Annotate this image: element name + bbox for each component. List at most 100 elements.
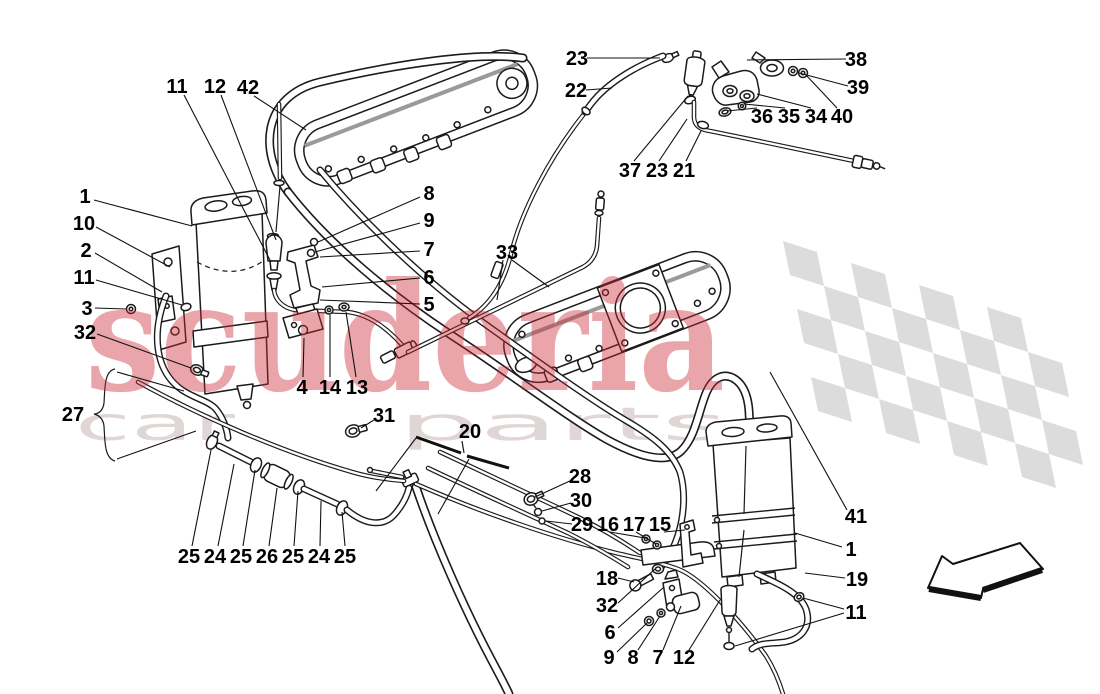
part-label-9: 9 bbox=[423, 210, 434, 232]
leader-line-37 bbox=[633, 95, 689, 162]
part-label-6: 6 bbox=[604, 622, 615, 644]
part-label-14: 14 bbox=[319, 377, 342, 399]
part-label-8: 8 bbox=[627, 647, 638, 669]
leader-line-27 bbox=[116, 371, 185, 392]
flag-cell bbox=[947, 421, 988, 466]
leader-line-20 bbox=[375, 437, 417, 492]
flag-cell bbox=[824, 286, 865, 331]
leader-line-8 bbox=[637, 615, 661, 651]
leader-line-7 bbox=[319, 250, 421, 258]
part-label-6: 6 bbox=[423, 267, 434, 289]
flag-cell bbox=[797, 309, 838, 354]
part-label-7: 7 bbox=[423, 239, 434, 261]
flag-cell bbox=[906, 376, 947, 421]
grommet-38 bbox=[751, 51, 785, 77]
leader-line-1 bbox=[93, 199, 193, 227]
union-manifold bbox=[711, 60, 760, 106]
part-label-12: 12 bbox=[204, 76, 226, 98]
leader-line-25 bbox=[242, 469, 256, 547]
leader-line-8 bbox=[317, 196, 421, 243]
flag-cell bbox=[1001, 375, 1042, 420]
leader-line-19 bbox=[804, 572, 846, 579]
part-label-13: 13 bbox=[346, 377, 368, 399]
leader-line-32 bbox=[617, 568, 656, 604]
part-label-11: 11 bbox=[73, 267, 94, 289]
leader-line-28 bbox=[534, 479, 573, 498]
valve-7 bbox=[665, 591, 701, 615]
flag-cell bbox=[811, 377, 852, 422]
fuel-filter-26 bbox=[260, 462, 294, 490]
diagram-line-art bbox=[93, 49, 886, 694]
fuel-vapor-tank-right bbox=[705, 415, 798, 588]
flag-cell bbox=[1042, 420, 1083, 465]
part-label-19: 19 bbox=[846, 569, 868, 591]
leader-line-3 bbox=[94, 307, 127, 310]
leader-line-18 bbox=[617, 577, 635, 583]
leader-line-42 bbox=[253, 95, 307, 131]
valve-cover-top bbox=[293, 49, 539, 187]
clamp-32-left bbox=[189, 364, 210, 378]
part-label-25: 25 bbox=[178, 546, 200, 568]
part-label-24: 24 bbox=[204, 546, 227, 568]
brace-27 bbox=[93, 368, 116, 462]
part-label-23: 23 bbox=[566, 48, 588, 70]
part-label-31: 31 bbox=[373, 405, 395, 427]
leader-line-39 bbox=[798, 72, 849, 87]
flag-cell bbox=[1015, 443, 1056, 488]
leader-line-38 bbox=[746, 58, 847, 61]
clamp-23-top bbox=[661, 50, 680, 64]
part-label-16: 16 bbox=[597, 514, 619, 536]
leader-line-4 bbox=[302, 337, 305, 378]
leader-line-11 bbox=[183, 94, 272, 263]
flag-cell bbox=[783, 241, 824, 286]
part-label-8: 8 bbox=[423, 183, 434, 205]
part-label-38: 38 bbox=[845, 49, 867, 71]
part-label-18: 18 bbox=[596, 568, 618, 590]
leader-line-27 bbox=[116, 430, 197, 460]
filter-12-right bbox=[720, 584, 738, 651]
part-label-42: 42 bbox=[237, 77, 259, 99]
direction-arrow-icon bbox=[927, 542, 1044, 601]
flag-cell bbox=[838, 354, 879, 399]
part-label-3: 3 bbox=[81, 298, 92, 320]
leader-line-40 bbox=[805, 74, 838, 109]
leader-line-11 bbox=[802, 597, 845, 610]
part-label-2: 2 bbox=[80, 240, 91, 262]
part-label-23: 23 bbox=[646, 160, 668, 182]
checkered-flag bbox=[783, 241, 1083, 488]
leader-line-31 bbox=[360, 419, 375, 429]
part-label-4: 4 bbox=[296, 377, 308, 399]
leader-line-7 bbox=[662, 605, 682, 651]
part-label-11: 11 bbox=[845, 602, 866, 624]
part-label-27: 27 bbox=[62, 404, 84, 426]
flag-cell bbox=[987, 307, 1028, 352]
part-label-35: 35 bbox=[778, 106, 800, 128]
leader-line-20 bbox=[437, 458, 470, 515]
flag-cell bbox=[960, 330, 1001, 375]
filter-37 bbox=[683, 50, 706, 102]
part-label-20: 20 bbox=[459, 421, 481, 443]
part-label-29: 29 bbox=[571, 514, 593, 536]
flag-cell bbox=[1028, 352, 1069, 397]
part-label-1: 1 bbox=[79, 186, 90, 208]
leader-line-33 bbox=[511, 259, 550, 288]
part-label-32: 32 bbox=[74, 322, 96, 344]
part-label-25: 25 bbox=[334, 546, 356, 568]
leader-line-41 bbox=[769, 371, 848, 511]
part-label-11: 11 bbox=[166, 76, 187, 98]
part-label-24: 24 bbox=[308, 546, 331, 568]
part-label-40: 40 bbox=[831, 106, 853, 128]
part-label-32: 32 bbox=[596, 595, 618, 617]
flag-cell bbox=[933, 353, 974, 398]
leader-line-10 bbox=[95, 226, 171, 268]
leader-line-9 bbox=[314, 222, 421, 253]
part-label-12: 12 bbox=[673, 647, 695, 669]
part-label-9: 9 bbox=[603, 647, 614, 669]
leader-line-32 bbox=[96, 333, 192, 369]
part-label-41: 41 bbox=[845, 506, 867, 528]
leader-line-24 bbox=[217, 463, 235, 547]
part-label-15: 15 bbox=[649, 514, 671, 536]
leader-line-9 bbox=[616, 622, 648, 653]
